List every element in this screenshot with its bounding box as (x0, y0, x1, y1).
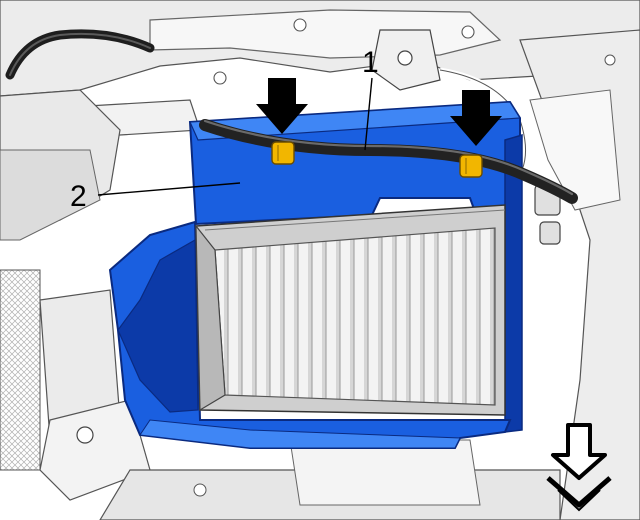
leader-line-2 (97, 182, 241, 196)
hose-harness (199, 119, 578, 204)
callout-1: 1 (362, 46, 379, 79)
callout-2: 2 (70, 180, 87, 213)
leader-line-1 (364, 77, 373, 151)
down-arrow-icon (450, 90, 502, 146)
down-chevron-arrow-icon (546, 423, 612, 512)
down-arrow-icon (256, 78, 308, 134)
clip-left (271, 141, 295, 165)
filter-housing (108, 100, 523, 449)
air-filter-element (195, 204, 506, 416)
clip-right (459, 154, 483, 178)
